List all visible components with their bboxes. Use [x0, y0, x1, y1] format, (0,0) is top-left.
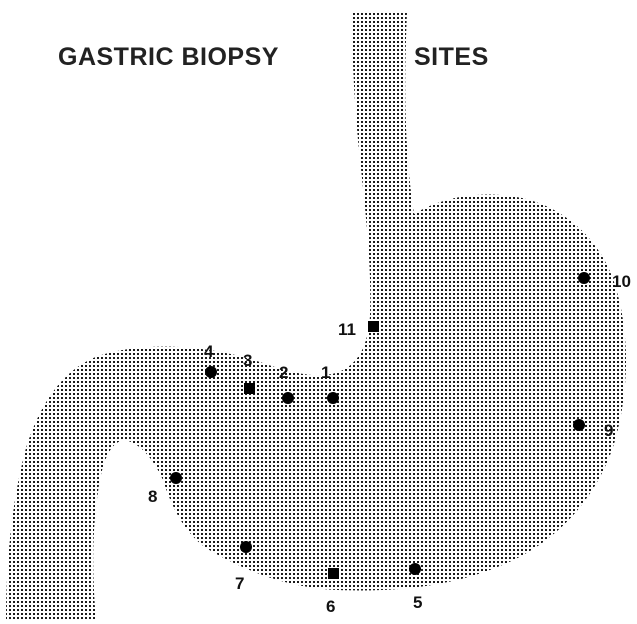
site-label-7: 7	[235, 574, 244, 593]
site-marker-4	[205, 366, 217, 378]
site-marker-8	[170, 472, 182, 484]
site-marker-1	[327, 392, 339, 404]
site-label-6: 6	[326, 597, 335, 616]
site-label-10: 10	[612, 272, 631, 291]
site-marker-11	[368, 321, 379, 332]
title-right: SITES	[414, 43, 489, 71]
site-marker-2	[282, 392, 294, 404]
site-marker-9	[573, 419, 585, 431]
site-label-2: 2	[279, 363, 288, 382]
site-label-3: 3	[243, 351, 252, 370]
site-marker-10	[578, 272, 590, 284]
title-left: GASTRIC BIOPSY	[58, 43, 279, 71]
site-marker-5	[409, 563, 421, 575]
site-marker-3	[244, 383, 255, 394]
site-label-5: 5	[413, 593, 422, 612]
site-label-1: 1	[321, 363, 330, 382]
site-marker-7	[240, 541, 252, 553]
stomach-shape	[6, 12, 626, 620]
site-label-11: 11	[338, 320, 356, 339]
site-label-8: 8	[148, 487, 157, 506]
site-label-9: 9	[604, 421, 613, 440]
site-label-4: 4	[204, 342, 214, 361]
site-marker-6	[328, 568, 339, 579]
